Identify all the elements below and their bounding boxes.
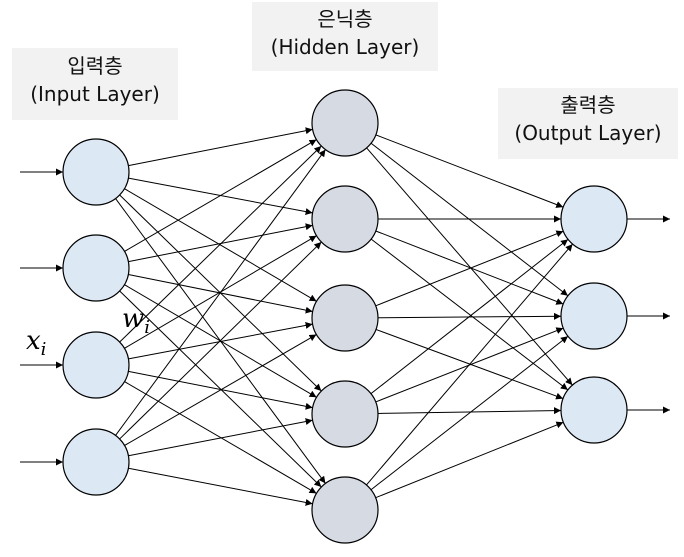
connection-layer bbox=[20, 127, 670, 506]
output-neuron-1 bbox=[560, 185, 628, 253]
input-to-hidden-edge-4-1 bbox=[115, 149, 326, 436]
input-to-hidden-edge-3-1 bbox=[119, 145, 322, 343]
hidden-to-output-edge-3-1 bbox=[375, 230, 564, 307]
hidden-neuron-2 bbox=[311, 185, 379, 253]
input-neuron-1 bbox=[62, 138, 130, 206]
hidden-neuron-1 bbox=[311, 89, 379, 157]
hidden-neuron-4 bbox=[311, 380, 379, 448]
input-layer-name: 입력층 bbox=[67, 54, 123, 78]
weight-label: wi bbox=[122, 304, 150, 338]
output-layer-label: 출력층 (Output Layer) bbox=[498, 88, 678, 159]
input-neuron-2 bbox=[62, 234, 130, 302]
weight-subscript: i bbox=[144, 317, 151, 338]
weight-symbol: w bbox=[122, 304, 145, 334]
output-layer-english: (Output Layer) bbox=[514, 121, 662, 145]
input-to-hidden-edge-3-3 bbox=[128, 321, 313, 360]
input-layer-label: 입력층 (Input Layer) bbox=[12, 48, 178, 120]
input-to-hidden-edge-1-1 bbox=[128, 127, 313, 167]
hidden-neuron-5 bbox=[311, 476, 379, 544]
output-neuron-2 bbox=[560, 282, 628, 350]
input-to-hidden-edge-4-5 bbox=[128, 467, 313, 506]
hidden-to-output-edge-4-3 bbox=[377, 407, 562, 415]
input-neuron-4 bbox=[62, 428, 130, 496]
hidden-to-output-edge-1-3 bbox=[366, 147, 573, 386]
input-to-hidden-edge-4-2 bbox=[119, 241, 322, 440]
neuron-layer bbox=[62, 89, 628, 544]
hidden-layer-english: (Hidden Layer) bbox=[270, 35, 420, 59]
input-to-hidden-edge-4-4 bbox=[128, 418, 313, 457]
hidden-layer-label: 은닉층 (Hidden Layer) bbox=[252, 2, 438, 71]
input-variable-label: xi bbox=[26, 326, 46, 360]
input-variable-symbol: x bbox=[26, 326, 41, 356]
hidden-neuron-3 bbox=[311, 284, 379, 352]
output-layer-name: 출력층 bbox=[560, 93, 616, 117]
hidden-to-output-edge-5-1 bbox=[366, 243, 573, 486]
hidden-to-output-edge-5-2 bbox=[370, 335, 569, 491]
input-to-hidden-edge-4-3 bbox=[124, 334, 317, 446]
input-layer-english: (Input Layer) bbox=[30, 82, 160, 106]
hidden-layer-name: 은닉층 bbox=[317, 7, 373, 31]
hidden-to-output-edge-1-1 bbox=[375, 134, 564, 208]
hidden-to-output-edge-5-3 bbox=[375, 421, 564, 499]
input-to-hidden-edge-2-1 bbox=[124, 139, 317, 252]
output-neuron-3 bbox=[560, 376, 628, 444]
input-neuron-3 bbox=[62, 331, 130, 399]
input-to-hidden-edge-1-3 bbox=[124, 188, 317, 302]
hidden-to-output-edge-2-3 bbox=[370, 238, 569, 391]
input-variable-subscript: i bbox=[40, 339, 47, 360]
hidden-to-output-edge-4-1 bbox=[370, 238, 569, 395]
